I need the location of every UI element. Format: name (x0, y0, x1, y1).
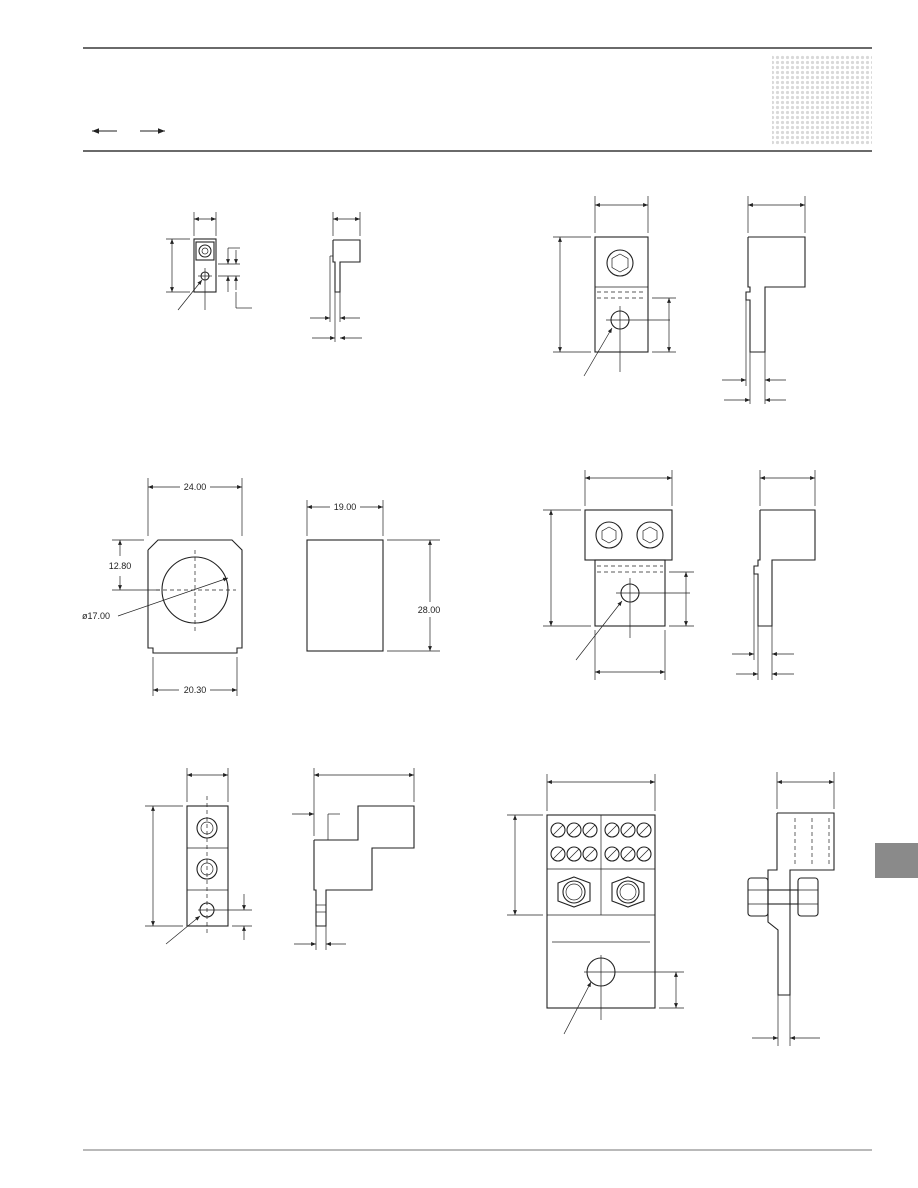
drawing-double-hex-lug-side (732, 470, 816, 680)
drawing-small-lug-front (166, 212, 252, 311)
header-dot-pattern (772, 55, 872, 145)
base-width-label: 20.30 (184, 685, 207, 695)
offset-label: 12.80 (109, 561, 132, 571)
drawing-terminal-block-side (747, 772, 835, 1046)
screw-row (550, 822, 652, 862)
section-tab[interactable] (875, 843, 918, 878)
drawing-stacked-lug-side (292, 768, 415, 950)
drawing-stacked-lug-front (145, 768, 252, 945)
height-label: 28.00 (418, 605, 441, 615)
depth-label: 19.00 (334, 502, 357, 512)
drawing-terminal-block-front (507, 774, 684, 1035)
drawing-double-hex-lug-front (543, 470, 694, 680)
drawing-hex-lug-side (722, 196, 806, 404)
drawing-round-lug-side: 19.00 28.00 (306, 500, 441, 652)
drawing-hex-lug-front (553, 196, 676, 377)
width-label: 24.00 (184, 482, 207, 492)
hole-diameter-label: ø17.00 (82, 611, 110, 621)
drawing-small-lug-side (310, 212, 362, 342)
drawing-round-lug-front: 24.00 12.80 ø17.00 20.30 (82, 478, 243, 696)
